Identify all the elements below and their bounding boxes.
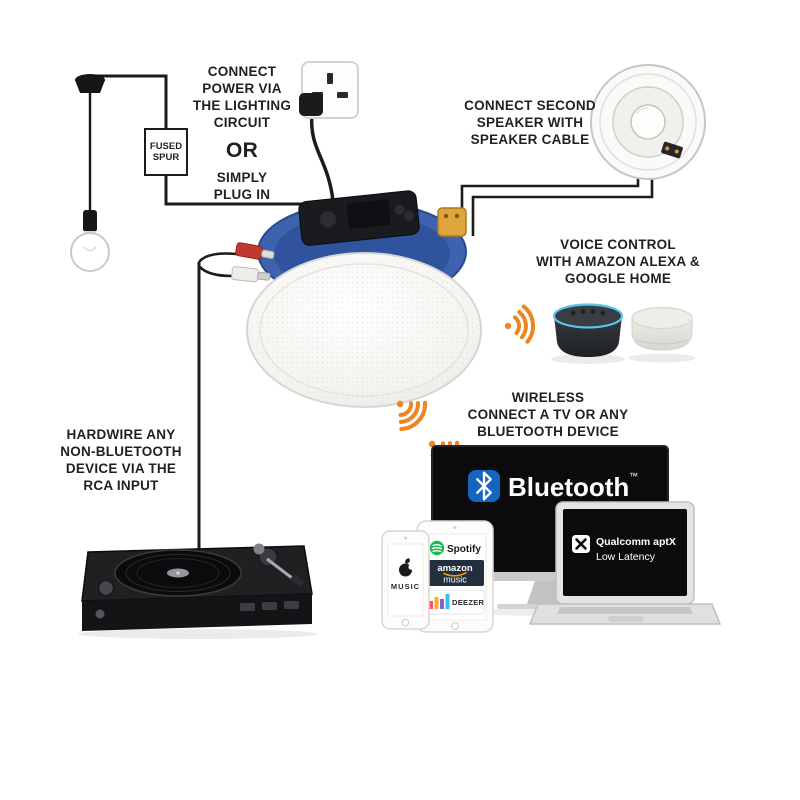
amazon-music-badge xyxy=(426,560,484,586)
power-annotation-line: CIRCUIT xyxy=(213,115,271,130)
second-speaker-annotation: CONNECT SECOND SPEAKER WITH SPEAKER CABL… xyxy=(436,97,624,148)
second-speaker-annotation-line: CONNECT SECOND xyxy=(464,98,596,113)
wifi-icon-voice xyxy=(500,303,537,346)
spotify-label: Spotify xyxy=(447,544,481,555)
wireless-annotation: WIRELESS CONNECT A TV OR ANY BLUETOOTH D… xyxy=(450,389,646,440)
power-annotation-or: OR xyxy=(226,139,258,162)
bluetooth-trademark: ™ xyxy=(629,471,638,481)
apple-logo-icon xyxy=(399,558,414,577)
amazon-music-label: music xyxy=(443,575,467,585)
bluetooth-label: Bluetooth xyxy=(508,472,629,502)
laptop: Qualcomm aptX Low Latency xyxy=(528,501,722,625)
google-home-mini xyxy=(628,306,696,363)
power-annotation: CONNECT POWER VIA THE LIGHTING CIRCUIT O… xyxy=(170,63,314,203)
voice-control-annotation: VOICE CONTROL WITH AMAZON ALEXA & GOOGLE… xyxy=(520,236,716,287)
power-annotation-line: CONNECT xyxy=(207,64,277,79)
main-speaker xyxy=(246,190,482,408)
speaker-terminal-block xyxy=(661,141,683,159)
hardwire-annotation-line: DEVICE VIA THE xyxy=(65,461,177,476)
power-annotation-line: POWER VIA xyxy=(202,81,282,96)
amazon-echo-dot xyxy=(551,303,625,364)
second-speaker-annotation-line: SPEAKER CABLE xyxy=(470,132,590,147)
bulb-holder xyxy=(83,210,97,232)
amazon-label: amazon xyxy=(437,563,473,574)
voice-control-annotation-line: GOOGLE HOME xyxy=(564,271,672,286)
tonearm xyxy=(266,557,297,583)
wireless-annotation-line: BLUETOOTH DEVICE xyxy=(477,424,619,439)
power-annotation-line: PLUG IN xyxy=(213,187,271,202)
deezer-bars-icon xyxy=(429,594,450,609)
speaker-terminal xyxy=(437,207,467,237)
deezer-label: DEEZER xyxy=(452,598,485,607)
plug-cable xyxy=(309,113,335,202)
power-annotation-line: THE LIGHTING xyxy=(192,98,292,113)
light-bulb xyxy=(70,232,110,272)
power-plug xyxy=(299,93,323,116)
hardwire-annotation-line: RCA INPUT xyxy=(83,478,159,493)
fused-spur-line: FUSED xyxy=(149,141,183,152)
phone-music-label: MUSIC xyxy=(391,582,420,591)
wireless-annotation-line: WIRELESS xyxy=(511,390,585,405)
speaker-cable-1 xyxy=(460,158,640,230)
wireless-annotation-line: CONNECT A TV OR ANY xyxy=(467,407,629,422)
power-socket xyxy=(299,61,359,119)
hardwire-annotation: HARDWIRE ANY NON-BLUETOOTH DEVICE VIA TH… xyxy=(38,426,204,494)
rca-cable-red xyxy=(198,252,237,263)
fused-spur-line: SPUR xyxy=(152,152,180,163)
tablet-home-button xyxy=(451,621,460,630)
rca-connectors xyxy=(231,242,275,283)
power-annotation-line: SIMPLY xyxy=(216,170,268,185)
fused-spur-box: FUSED SPUR xyxy=(144,128,188,176)
phone: MUSIC xyxy=(381,530,430,630)
second-speaker xyxy=(590,64,706,180)
voice-control-annotation-line: WITH AMAZON ALEXA & xyxy=(536,254,700,269)
turntable-front xyxy=(82,594,312,631)
speaker-electronics xyxy=(298,190,420,246)
laptop-sub-label: Low Latency xyxy=(596,551,656,563)
hardwire-annotation-line: NON-BLUETOOTH xyxy=(60,444,182,459)
speed-knob xyxy=(97,579,115,597)
rca-cable-white xyxy=(198,265,233,278)
hardwire-annotation-line: HARDWIRE ANY xyxy=(66,427,176,442)
second-speaker-annotation-line: SPEAKER WITH xyxy=(476,115,584,130)
voice-control-annotation-line: VOICE CONTROL xyxy=(560,237,676,252)
pendant-light xyxy=(70,74,110,272)
amazon-smile-icon xyxy=(443,572,467,577)
phone-home-button xyxy=(401,618,410,627)
tablet: Spotify amazon music DEEZER xyxy=(416,520,494,633)
turntable xyxy=(78,543,318,639)
laptop-brand-label: Qualcomm aptX xyxy=(596,536,676,548)
rca-plug-white xyxy=(231,266,259,283)
